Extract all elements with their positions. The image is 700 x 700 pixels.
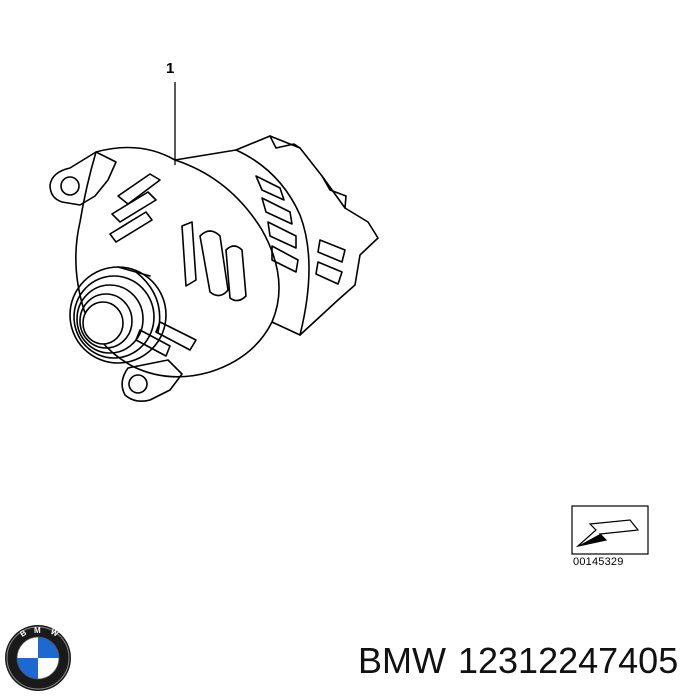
reference-code: 00145329 <box>573 556 624 568</box>
part-label: BMW 12312247405 <box>358 640 690 682</box>
part-number: 12312247405 <box>457 640 679 681</box>
callout-number: 1 <box>166 60 175 77</box>
svg-text:W: W <box>49 627 60 639</box>
bmw-logo: B M W <box>5 625 71 691</box>
svg-text:M: M <box>34 626 41 635</box>
alternator-drawing <box>49 135 379 402</box>
brand-name: BMW <box>358 640 446 681</box>
svg-text:B: B <box>19 628 29 639</box>
arrow-tag-icon <box>571 505 649 555</box>
